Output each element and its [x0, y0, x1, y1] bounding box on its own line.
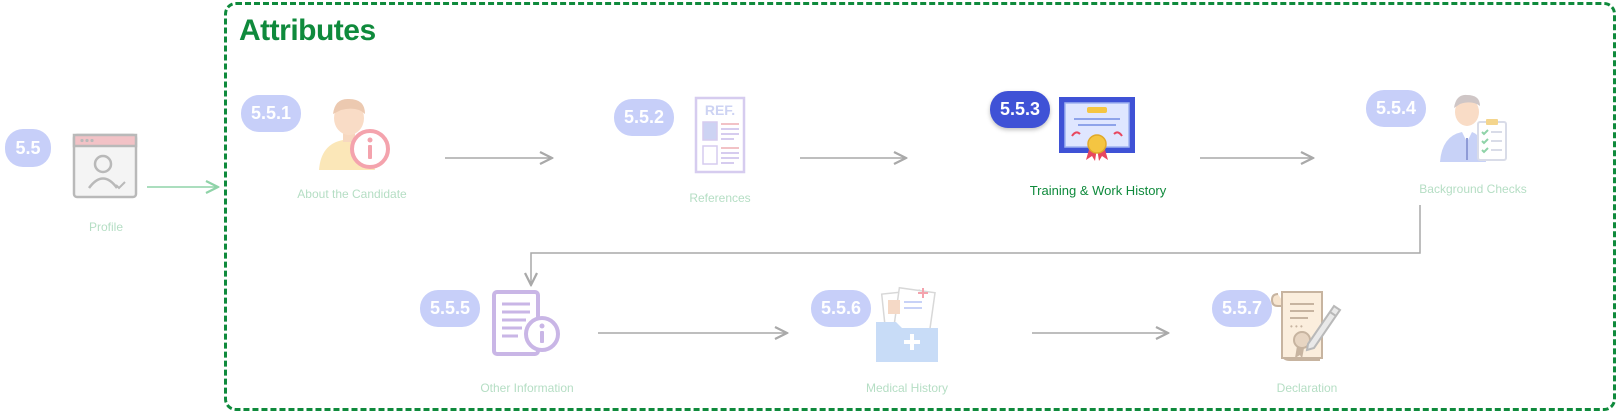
label-references: References: [689, 191, 751, 205]
badge-5-5-3[interactable]: 5.5.3: [990, 91, 1051, 128]
label-profile: Profile: [88, 220, 124, 234]
badge-5-5[interactable]: 5.5: [5, 129, 51, 167]
label-declaration: Declaration: [1276, 381, 1338, 395]
attributes-group-frame: [224, 2, 1616, 411]
profile-window-icon: [72, 133, 138, 199]
certificate-icon: [1059, 97, 1135, 161]
badge-5-5-6[interactable]: 5.5.6: [811, 290, 872, 327]
label-about-the-candidate: About the Candidate: [297, 187, 407, 201]
scroll-seal-icon: • • •: [1270, 291, 1342, 361]
candidate-info-icon: [319, 98, 390, 170]
badge-5-5-1[interactable]: 5.5.1: [241, 95, 302, 132]
medical-folder-icon: [876, 286, 938, 362]
arrow-5-5-4-to-5-5-5: [531, 205, 1421, 285]
label-training-work-history: Training & Work History: [1029, 183, 1167, 198]
badge-5-5-4[interactable]: 5.5.4: [1366, 90, 1427, 127]
frame-title: Attributes: [239, 14, 376, 47]
badge-5-5-7[interactable]: 5.5.7: [1212, 290, 1273, 327]
badge-5-5-5[interactable]: 5.5.5: [420, 290, 481, 327]
badge-5-5-2[interactable]: 5.5.2: [614, 99, 675, 136]
label-background-checks: Background Checks: [1419, 182, 1527, 196]
label-other-information: Other Information: [480, 381, 574, 395]
references-document-icon: REF.: [694, 96, 746, 174]
svg-text:REF.: REF.: [705, 102, 735, 118]
label-medical-history: Medical History: [865, 381, 949, 395]
svg-text:• • •: • • •: [1290, 322, 1303, 331]
checklist-person-icon: [1440, 94, 1507, 162]
info-document-icon: [492, 290, 560, 356]
